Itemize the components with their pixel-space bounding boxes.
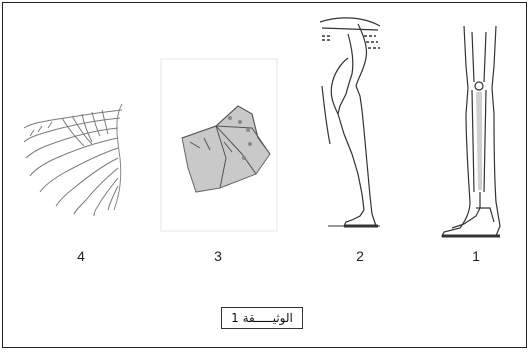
figure-human-leg: [436, 22, 508, 240]
figure-horse-leg: [318, 14, 388, 232]
document-caption: الوثيـــــقة 1: [221, 307, 303, 329]
bat-wing-drawing: [160, 58, 278, 233]
figure-number-2: 2: [345, 248, 375, 264]
figure-bird-wing: [22, 98, 132, 218]
horse-leg-drawing: [318, 14, 388, 232]
bird-wing-drawing: [22, 98, 132, 218]
human-leg-drawing: [436, 22, 508, 240]
figure-number-1: 1: [461, 248, 491, 264]
figure-bat-wing: [160, 58, 278, 233]
figure-number-3: 3: [203, 248, 233, 264]
figure-number-4: 4: [66, 248, 96, 264]
